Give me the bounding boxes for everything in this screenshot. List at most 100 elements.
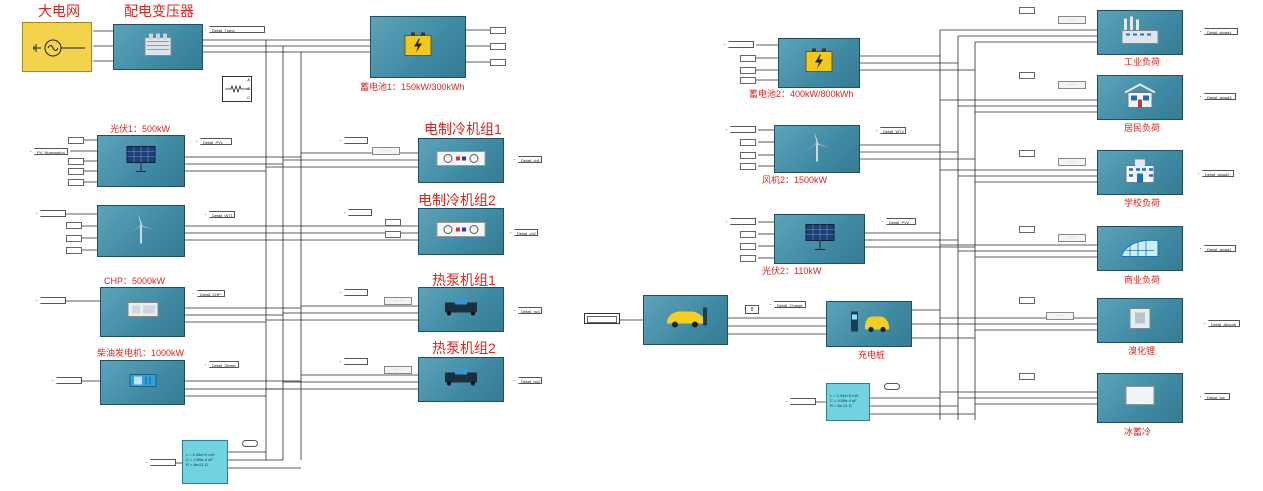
tag-ice[interactable]: Detail_Ice <box>1200 393 1230 400</box>
wt1-wind-input <box>36 210 66 217</box>
tag-pv2[interactable]: Detail_PV2 <box>882 218 916 225</box>
battery1-block[interactable] <box>370 16 466 78</box>
line-impedance-block-2[interactable]: L = 2.94e+0 mH C = 4.59e-4 uF R = 6e-01 … <box>826 383 870 421</box>
heatpump-icon-2 <box>439 368 483 391</box>
pv2-label: 光伏2：110kW <box>762 266 822 276</box>
tag-chp[interactable]: Detail_CHP <box>193 290 225 297</box>
residential-label: 居民负荷 <box>1124 123 1161 133</box>
tag-diesel[interactable]: Detail_Diesel <box>205 361 239 368</box>
wt1-block[interactable] <box>97 205 185 257</box>
battery-icon-2 <box>804 48 834 79</box>
ice-const <box>1019 373 1035 380</box>
ind-dots: · · · <box>1058 16 1086 24</box>
factory-icon <box>1120 16 1160 49</box>
heatpump1-block[interactable] <box>418 287 504 332</box>
tag-wt2[interactable]: Detail_WT2 <box>876 127 906 134</box>
pv2-input-1 <box>740 231 756 238</box>
tag-pv-irr[interactable]: PV_Illumination <box>30 148 68 155</box>
chiller2-const-1 <box>385 219 401 226</box>
solar-panel-icon <box>124 144 158 179</box>
ev-input-box[interactable] <box>584 313 620 324</box>
tag-ch2[interactable]: Detail_ch2 <box>510 229 538 236</box>
mall-icon <box>1120 234 1160 263</box>
tag-charge[interactable]: Detail_Charge <box>770 301 806 308</box>
wt2-input-1 <box>740 139 756 146</box>
wt1-input-3 <box>66 247 82 254</box>
tag-trans[interactable]: Detail_Trans <box>205 26 265 33</box>
pv1-input-2 <box>68 158 84 165</box>
chiller1-label: 电制冷机组1 <box>424 121 502 137</box>
pv1-input-4 <box>68 179 84 186</box>
chiller2-block[interactable] <box>418 208 504 255</box>
house-icon <box>1122 82 1158 113</box>
ice-storage-block[interactable] <box>1097 373 1183 423</box>
line-l: L = 2.94e+0 mH <box>186 452 215 457</box>
diesel-label: 柴油发电机：1000kW <box>97 348 185 358</box>
battery1-label: 蓄电池1：150kW/300kWh <box>360 82 465 92</box>
residential-load-block[interactable] <box>1097 75 1183 120</box>
wind-turbine-icon <box>124 212 158 251</box>
tag-com[interactable]: Detail_aload1 <box>1200 245 1236 252</box>
tag-sch[interactable]: Detail_aload2 <box>1198 170 1234 177</box>
tag-pv1[interactable]: Detail_PV1 <box>196 138 232 145</box>
ev-input-inner <box>587 316 617 323</box>
commercial-load-block[interactable] <box>1097 226 1183 271</box>
battery2-block[interactable] <box>778 38 860 88</box>
tag-ch1[interactable]: Detail_ch1 <box>514 156 542 163</box>
charging-station-icon <box>847 309 891 340</box>
sch-const <box>1019 150 1035 157</box>
line-impedance-block-1[interactable]: L = 2.94e+0 mH C = 4.59e-4 uF R = 6e-01 … <box>182 440 228 484</box>
tag-hp2[interactable]: Detail_hp2 <box>514 377 542 384</box>
chp-block[interactable] <box>100 287 185 337</box>
wt2-block[interactable] <box>774 125 860 173</box>
line2-l: L = 2.94e+0 mH <box>830 393 859 398</box>
chp-label: CHP：5000kW <box>104 276 166 286</box>
wind-turbine-icon-2 <box>800 130 834 169</box>
tag-absorb[interactable]: Detail_Absorb <box>1204 320 1240 327</box>
line1-terminator <box>242 440 258 447</box>
port-c: C <box>247 95 250 100</box>
pv1-block[interactable] <box>97 135 185 187</box>
heatpump1-label: 热泵机组1 <box>432 272 496 288</box>
battery2-const-2 <box>740 67 756 74</box>
ind-const <box>1019 7 1035 14</box>
tag-hp1[interactable]: Detail_hp1 <box>514 307 542 314</box>
ev-car-icon <box>663 306 709 335</box>
battery2-const-3 <box>740 77 756 84</box>
charger-block[interactable] <box>826 301 912 347</box>
ev-vehicle-block[interactable] <box>643 295 728 345</box>
heatpump2-label: 热泵机组2 <box>432 340 496 356</box>
battery1-output-3 <box>490 59 506 66</box>
school-load-block[interactable] <box>1097 150 1183 195</box>
pv1-input-1 <box>68 137 84 144</box>
heatpump2-tag-in <box>340 358 368 365</box>
tag-ind[interactable]: Detail_aload4 <box>1200 28 1238 35</box>
battery-icon <box>403 32 433 63</box>
diesel-generator-icon <box>128 370 158 395</box>
solar-panel-icon-2 <box>803 222 837 257</box>
battery2-const-1 <box>740 55 756 62</box>
transformer-block[interactable] <box>113 24 203 70</box>
tag-wt1[interactable]: Detail_WT1 <box>205 211 235 218</box>
chiller2-label: 电制冷机组2 <box>418 192 496 208</box>
diesel-input <box>52 377 82 384</box>
grid-source-block[interactable] <box>22 22 92 72</box>
battery2-tag-in <box>724 41 754 48</box>
diesel-block[interactable] <box>100 360 185 405</box>
abc-connector[interactable]: A B C <box>222 76 252 102</box>
absorption-chiller-block[interactable] <box>1097 298 1183 343</box>
chiller1-block[interactable] <box>418 138 504 183</box>
chiller-icon-2 <box>436 221 486 242</box>
pv2-block[interactable] <box>774 214 865 264</box>
heatpump2-block[interactable] <box>418 357 504 402</box>
tag-res[interactable]: Detail_aload3 <box>1200 93 1236 100</box>
chp-input <box>36 297 66 304</box>
absorb-dots: · · · <box>1046 312 1074 320</box>
com-const <box>1019 226 1035 233</box>
chiller2-const-2 <box>385 231 401 238</box>
heatpump-icon <box>439 298 483 321</box>
port-a: A <box>247 77 250 82</box>
line2-r: R = 6e-01 Ω <box>830 403 852 408</box>
industrial-load-block[interactable] <box>1097 10 1183 55</box>
